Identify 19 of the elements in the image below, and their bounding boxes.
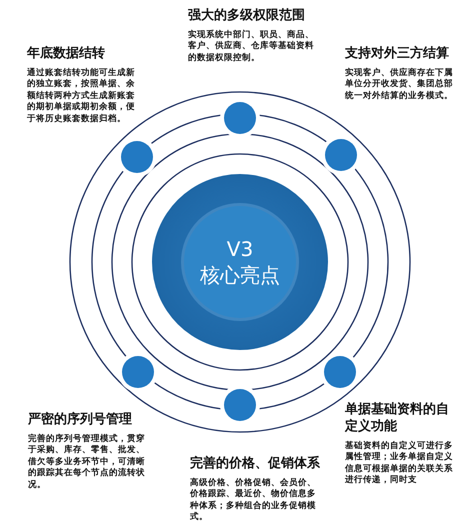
circle-icon bbox=[122, 356, 154, 388]
feature-title: 单据基础资料的自定义功能 bbox=[345, 402, 450, 436]
feature-title: 支持对外三方结算 bbox=[345, 46, 450, 63]
feature-description: 通过账套结转功能可生成新的独立账套，按照单据、余额结转两种方式生成新账套的期初单据或期初余额，便于将历史账套数据归档。 bbox=[27, 68, 136, 126]
feature-description: 实现系统中部门、职员、商品、客户、供应商、仓库等基础资料的数据权限控制。 bbox=[188, 30, 315, 64]
circle-icon bbox=[224, 389, 256, 421]
circle-icon bbox=[325, 139, 357, 171]
feature-description: 基础资料的自定义可进行多属性管理；业务单据自定义信息可根据单据的关联关系进行传递，同时支 bbox=[345, 440, 454, 487]
circle-icon bbox=[324, 356, 356, 388]
feature-title: 严密的序列号管理 bbox=[28, 412, 133, 429]
circle-icon bbox=[121, 141, 153, 173]
feature-title: 完善的价格、促销体系 bbox=[190, 456, 321, 473]
feature-title: 年底数据结转 bbox=[27, 46, 106, 63]
feature-title: 强大的多级权限范围 bbox=[188, 8, 306, 25]
feature-description: 高级价格、价格促销、会员价、价格跟踪、最近价、物价信息多种体系；多种组合的业务促销模式。 bbox=[190, 478, 317, 524]
circle-icon bbox=[224, 102, 256, 134]
center-title: V3 核心亮点 bbox=[199, 236, 281, 288]
feature-description: 实现客户、供应商存在下属单位分开收发货、集团总部统一对外结算的业务模式。 bbox=[345, 68, 454, 102]
feature-description: 完善的序列号管理模式，贯穿于采购、库存、零售、批发、借欠等多业务环节中，可清晰的跟踪其在每个节点的流转状况。 bbox=[28, 434, 146, 492]
